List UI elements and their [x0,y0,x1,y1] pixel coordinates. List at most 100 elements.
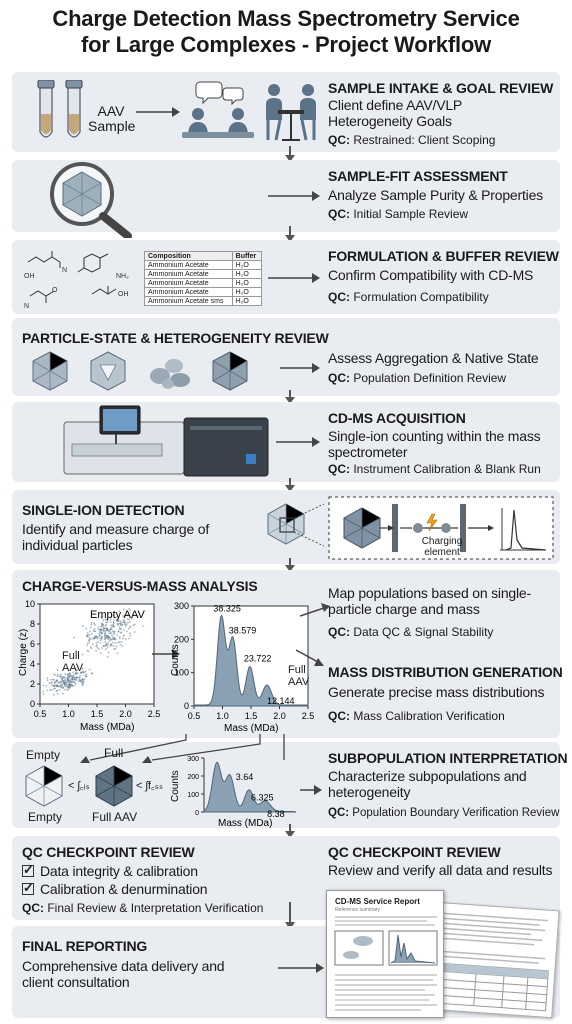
final-desc: Comprehensive data delivery and client c… [22,958,225,990]
qc-label: QC: [328,371,350,385]
scatter-point [81,668,84,670]
qc-left-qc: QC: Final Review & Interpretation Verifi… [22,901,263,916]
scatter-point [121,645,124,648]
checkbox-icon [22,880,34,896]
scatter-point [78,679,81,682]
scatter-point [82,680,85,682]
scatter-point [86,631,89,634]
scatter-point [97,628,100,631]
scatter-point [111,634,113,637]
scatter-point [53,684,55,687]
scatter-point [88,633,91,636]
scatter-point [95,635,98,638]
table-header: Composition [144,251,233,261]
scatter-point [74,683,77,685]
scatter-point [106,628,109,631]
scatter-point [97,636,100,638]
scatter-point [99,637,101,640]
analysis-title: CHARGE-VERSUS-MASS ANALYSIS [22,578,258,594]
scatter-point [62,692,64,695]
full-capsid-icon [95,765,133,807]
mass-spectrometer-icon [63,405,269,477]
scatter-point [123,614,126,616]
y-tick-label: 6 [30,639,35,649]
scatter-point [122,608,125,611]
particle-title: PARTICLE-STATE & HETEROGENEITY REVIEW [22,330,329,346]
peak-label: 8.38 [267,809,285,819]
x-tick-label: 0.5 [34,709,47,719]
scatter-point [136,615,139,617]
scatter-point [67,673,69,676]
down-arrow-icon [285,558,295,572]
scatter-point [90,622,93,625]
capsid-icon [32,351,68,391]
svg-text:N: N [62,267,67,274]
scatter-point [60,681,62,683]
connector-arrows [80,734,285,763]
scatter-point [86,644,89,647]
scatter-point [106,618,108,621]
full-aav-text: Full AAV [288,664,310,688]
particle-qc: QC: Population Definition Review [328,371,506,386]
scatter-point [42,693,45,695]
qc-text: Instrument Calibration & Blank Run [353,462,541,476]
scatter-point [76,669,78,671]
formulation-panel [12,240,560,314]
scatter-point [100,631,103,634]
full-aav-label-bottom: Full AAV [92,810,138,824]
scatter-point [71,685,73,688]
scatter-point [70,674,73,677]
qc-label: QC: [328,709,350,723]
x-tick-label: 1.5 [245,711,258,721]
x-axis-label: Mass (MDa) [224,723,278,734]
y-tick-label: 300 [187,756,199,763]
scatter-point [103,627,106,629]
scatter-point [59,685,61,688]
qc-text: Formulation Compatibility [353,290,489,304]
scatter-point [73,684,76,687]
scatter-point [105,648,107,651]
scatter-point [129,634,132,637]
scatter-point [93,622,95,625]
qc-text: Final Review & Interpretation Verificati… [47,901,264,915]
scatter-point [78,676,80,679]
scatter-point [42,684,45,687]
check-text: Data integrity & calibration [40,863,198,879]
scatter-point [123,621,126,624]
check-text: Calibration & denurmination [40,881,208,897]
analysis-qc: QC: Data QC & Signal Stability [328,625,493,640]
subpopulation-capsids [25,765,133,807]
scatter-point [67,684,70,687]
scatter-point [86,642,89,645]
scatter-point [64,676,66,679]
scatter-point [110,632,112,635]
arrow-right-icon [268,191,320,201]
scatter-point [107,644,109,646]
scatter-point [101,647,103,649]
scatter-point [96,646,99,649]
scatter-point [52,678,54,681]
scatter-point [130,618,133,620]
report-page-2 [428,901,560,1019]
formulation-qc: QC: Formulation Compatibility [328,290,489,305]
scatter-point [50,682,52,685]
scatter-point [61,676,64,679]
scatter-point [90,623,93,626]
scatter-point [126,614,129,616]
scatter-point [106,634,109,637]
scatter-point [105,621,108,624]
x-tick-label: 1.0 [216,711,229,721]
scatter-point [65,684,67,687]
subpop-title: SUBPOPULATION INTERPRETATION [328,750,568,766]
report-page-1: CD-MS Service Report Reference summary [326,890,444,1018]
scatter-point [99,642,102,644]
x-tick-label: 2.5 [148,709,160,719]
scatter-point [64,688,66,691]
mass-dist-title: MASS DISTRIBUTION GENERATION [328,664,563,680]
scatter-point [94,630,97,633]
scatter-point [108,640,111,643]
scatter-point [128,632,131,635]
scatter-point [65,681,68,684]
scatter-point [81,653,84,656]
